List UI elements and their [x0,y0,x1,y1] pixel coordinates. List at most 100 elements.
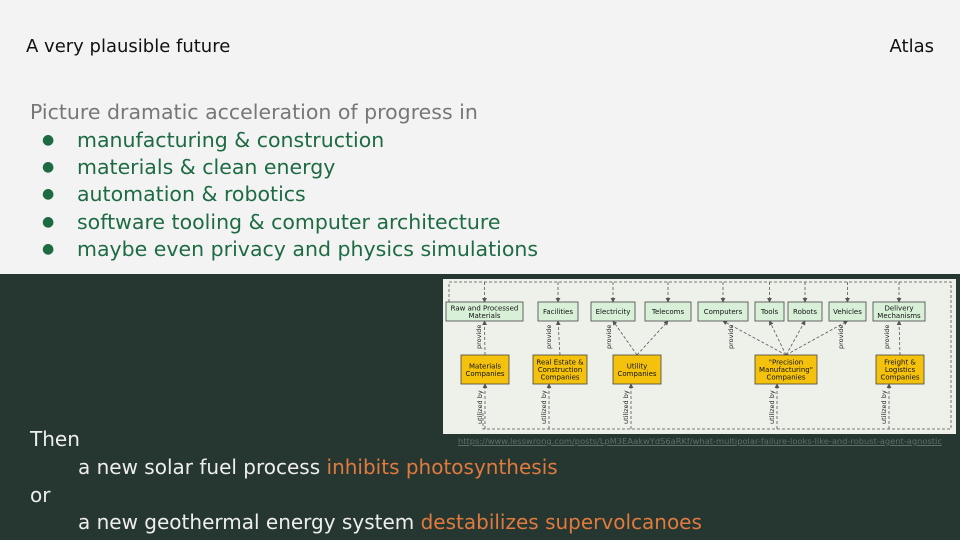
provide-label: provide [883,325,891,349]
resource-node-box [644,301,692,322]
slide-title: A very plausible future [26,36,231,57]
provide-label: provide [837,325,845,349]
utilized-label: utilized by [622,390,630,424]
bullet-item: ● manufacturing & construction [42,127,538,154]
provide-arrow [612,320,638,356]
company-node-label: Construction [538,366,583,374]
bullet-item: ● software tooling & computer architectur… [42,209,538,236]
resource-node-label: Computers [704,308,743,316]
resource-node-box [445,301,524,322]
diagram-canvas: utilized by utilized by utilized by utilize… [445,281,952,430]
scenario-1-highlight: inhibits photosynthesis [326,455,558,479]
brand-name: Atlas [889,36,934,57]
scenario-1-text: a new solar fuel process [78,455,327,479]
resource-node: Robots [787,301,823,322]
bullet-text: manufacturing & construction [77,128,385,152]
resource-node: Telecoms [644,301,692,322]
provide-label: provide [475,325,483,349]
provide-arrow [555,320,561,356]
production-web-diagram: utilized by utilized by utilized by utilize… [443,279,956,434]
then-label: Then [30,427,80,451]
resource-node-label: Mechanisms [877,312,921,320]
bullet-text: materials & clean energy [77,155,336,180]
provide-arrow [785,320,806,356]
scenario-line-2: a new geothermal energy system destabili… [78,510,702,534]
bullet-item: ● materials & clean energy [42,154,538,181]
bullet-list: ● manufacturing & construction ● materials… [42,127,538,263]
bullet-item: ● automation & robotics [42,181,538,208]
resource-node-label: Tools [760,308,779,316]
resource-node-label: Materials [468,312,500,320]
provide-arrow [785,320,849,356]
bullet-dot-icon: ● [42,132,55,148]
bullet-dot-icon: ● [42,159,55,176]
source-link[interactable]: https://www.lesswrong.com/posts/LpM3EAak… [458,436,942,446]
provide-label: provide [605,325,613,349]
company-node-box [532,354,588,385]
bullet-item: ● maybe even privacy and physics simulati… [42,236,538,263]
company-node-label: Companies [766,374,805,382]
resource-node-label: Robots [793,308,817,316]
or-label: or [30,483,51,507]
utilized-label: utilized by [880,390,888,424]
resource-node: Vehicles [828,301,867,322]
company-node-label: Logistics [885,366,916,374]
resource-node-label: Delivery [884,304,913,312]
feedback-loop-line [448,281,952,430]
resource-node-box [537,301,579,322]
scenario-2-text: a new geothermal energy system [78,510,421,534]
provide-label: provide [727,325,735,349]
scenario-line-1: a new solar fuel process inhibits photos… [78,455,558,479]
top-panel [0,0,960,274]
bullet-dot-icon: ● [42,240,55,257]
resource-node-box [787,301,823,322]
bullet-dot-icon: ● [42,186,55,203]
company-node-label: Companies [617,370,656,378]
provide-arrow [636,320,669,356]
company-node-label: Materials [469,362,501,370]
resource-node-box [697,301,749,322]
utilized-label: utilized by [768,390,776,424]
resource-node: Electricity [590,301,636,322]
company-node-box [460,354,510,385]
resource-node-label: Raw and Processed [451,304,519,312]
resource-node: Facilities [537,301,579,322]
scenario-2-highlight: destabilizes supervolcanoes [420,510,702,534]
provide-arrow [482,320,487,356]
resource-node-label: Electricity [596,308,631,316]
bullet-text: automation & robotics [77,182,306,207]
company-node-label: "Precision [769,359,803,367]
company-node-label: Freight & [884,359,916,367]
provide-label: provide [545,325,553,349]
resource-node: Computers [697,301,749,322]
resource-node-box [590,301,636,322]
company-node-label: Real Estate & [536,359,584,367]
bullet-text: software tooling & computer architecture [77,209,501,234]
company-node-label: Utility [627,362,648,370]
utilized-label: utilized by [476,390,484,424]
company-node-box [612,354,662,385]
intro-text: Picture dramatic acceleration of progres… [30,100,478,124]
provide-arrow [769,320,787,356]
company-node-label: Companies [540,374,579,382]
provide-arrow [722,320,787,356]
provide-arrow [896,320,902,356]
company-node-box [754,354,818,385]
company-node-label: Companies [465,370,504,378]
resource-node: Tools [754,301,785,322]
resource-node-label: Vehicles [833,308,862,316]
company-node-label: Companies [880,374,919,382]
bullet-dot-icon: ● [42,213,55,230]
resource-node-label: Facilities [543,308,573,316]
resource-node-label: Telecoms [651,308,685,316]
bullet-text: maybe even privacy and physics simulatio… [77,236,539,261]
utilized-label: utilized by [540,390,548,424]
resource-node-box [872,301,926,322]
company-node-box [875,354,925,385]
